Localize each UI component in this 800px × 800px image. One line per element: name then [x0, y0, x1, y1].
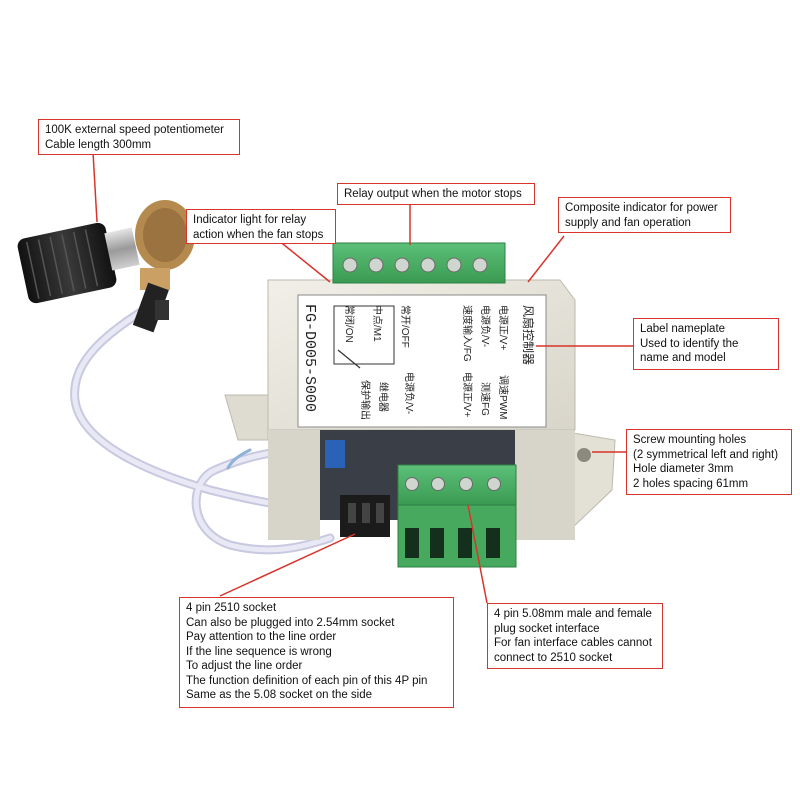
- leader-lines: [92, 151, 633, 604]
- callout-relay-indicator-line2: action when the fan stops: [193, 228, 324, 241]
- callout-socket-508-line4: connect to 2510 socket: [494, 651, 613, 664]
- terminal-block-top: [332, 242, 506, 284]
- callout-socket-508-line2: plug socket interface: [494, 622, 600, 635]
- callout-socket-2510-line2: Can also be plugged into 2.54mm socket: [186, 616, 395, 629]
- label-model: FG-D005-S000: [301, 304, 318, 412]
- callout-socket-2510-line4: If the line sequence is wrong: [186, 645, 332, 658]
- callout-potentiometer-line1: 100K external speed potentiometer: [45, 124, 225, 136]
- label-row2: 电源负/V-: [479, 305, 492, 347]
- callout-mounting-holes-line3: Hole diameter 3mm: [633, 463, 734, 475]
- callout-socket-2510-line3: Pay attention to the line order: [186, 631, 337, 643]
- label-relay: 继电器: [377, 382, 390, 412]
- terminal-block-side: [397, 464, 517, 568]
- mounting-hole-right: [577, 448, 591, 462]
- label-row5: 中点/M1: [371, 305, 384, 342]
- label-vplus: 电源正/V+: [461, 372, 474, 417]
- callout-potentiometer: 100K external speed potentiometer Cable …: [38, 119, 240, 155]
- callout-mounting-holes: Screw mounting holes (2 symmetrical left…: [626, 429, 792, 495]
- callout-mounting-holes-line2: (2 symmetrical left and right): [633, 448, 779, 461]
- callout-socket-2510-line6: The function definition of each pin of t…: [186, 674, 428, 687]
- callout-socket-508-line3: For fan interface cables cannot: [494, 637, 652, 649]
- label-nameplate: 风扇控制器 电源正/V+ 电源负/V- 速度输入/FG 调速PWM 测速FG 电…: [297, 294, 547, 428]
- callout-composite-indicator: Composite indicator for power supply and…: [558, 197, 731, 233]
- callout-relay-indicator-line1: Indicator light for relay: [193, 214, 307, 226]
- callout-composite-indicator-line1: Composite indicator for power: [565, 202, 718, 214]
- callout-relay-output: Relay output when the motor stops: [337, 183, 535, 205]
- label-title: 风扇控制器: [521, 305, 536, 365]
- callout-mounting-holes-line4: 2 holes spacing 61mm: [633, 477, 749, 490]
- label-row1: 电源正/V+: [497, 305, 510, 350]
- callout-nameplate: Label nameplate Used to identify the nam…: [633, 318, 779, 370]
- label-fg: 测速FG: [479, 382, 492, 416]
- callout-mounting-holes-line1: Screw mounting holes: [633, 434, 747, 446]
- label-row4: 常开/OFF: [399, 305, 412, 348]
- callout-nameplate-line2: Used to identify the: [640, 337, 739, 350]
- callout-nameplate-line1: Label nameplate: [640, 323, 726, 335]
- label-row3: 速度输入/FG: [461, 305, 474, 362]
- callout-socket-2510-line7: Same as the 5.08 socket on the side: [186, 689, 373, 701]
- callout-relay-indicator: Indicator light for relay action when th…: [186, 209, 336, 244]
- callout-socket-2510-line5: To adjust the line order: [186, 660, 303, 672]
- label-pwm: 调速PWM: [497, 375, 509, 419]
- callout-nameplate-line3: name and model: [640, 352, 726, 364]
- label-relay-out: 保护输出: [359, 380, 372, 420]
- callout-socket-508-line1: 4 pin 5.08mm male and female: [494, 608, 652, 620]
- label-vminus: 电源负/V-: [403, 372, 416, 414]
- callout-composite-indicator-line2: supply and fan operation: [565, 216, 691, 229]
- label-row6: 常闭/ON: [343, 305, 356, 343]
- callout-socket-508: 4 pin 5.08mm male and female plug socket…: [487, 603, 663, 669]
- callout-potentiometer-line2: Cable length 300mm: [45, 138, 152, 151]
- callout-socket-2510-line1: 4 pin 2510 socket: [186, 602, 277, 614]
- callout-relay-output-line1: Relay output when the motor stops: [344, 188, 522, 200]
- callout-socket-2510: 4 pin 2510 socket Can also be plugged in…: [179, 597, 454, 708]
- potentiometer: [17, 200, 195, 333]
